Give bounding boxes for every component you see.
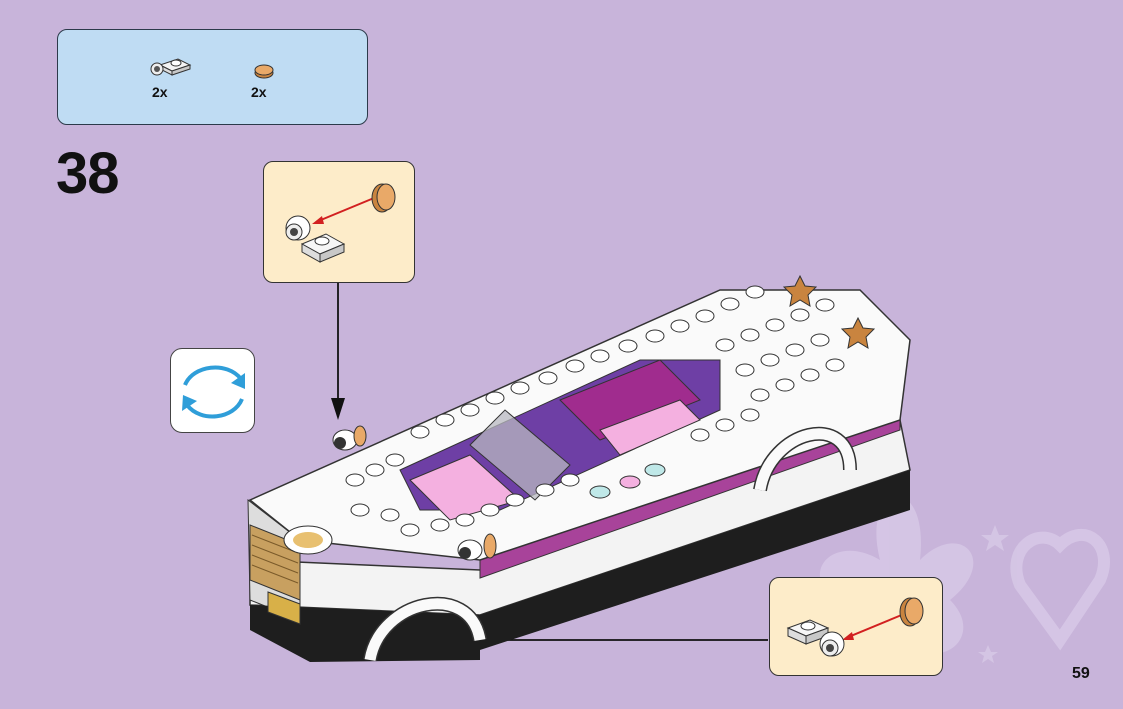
wheel-holder-front-left	[333, 426, 366, 450]
page-number: 59	[1072, 665, 1090, 683]
